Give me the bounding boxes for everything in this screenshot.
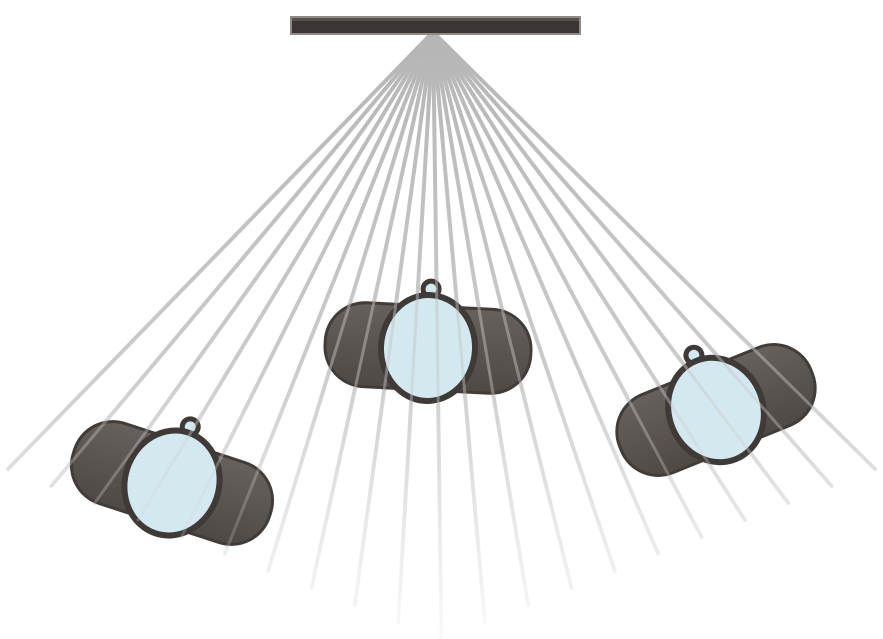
light-ray-overlay xyxy=(8,32,433,469)
light-ray-overlay xyxy=(433,32,788,503)
light-ray-overlay xyxy=(433,32,615,571)
light-source xyxy=(291,17,580,34)
light-ray-overlay xyxy=(225,32,433,554)
ceiling-bar-highlight xyxy=(292,18,579,21)
light-ray-overlay xyxy=(138,32,433,520)
light-ray-overlay xyxy=(433,32,745,520)
